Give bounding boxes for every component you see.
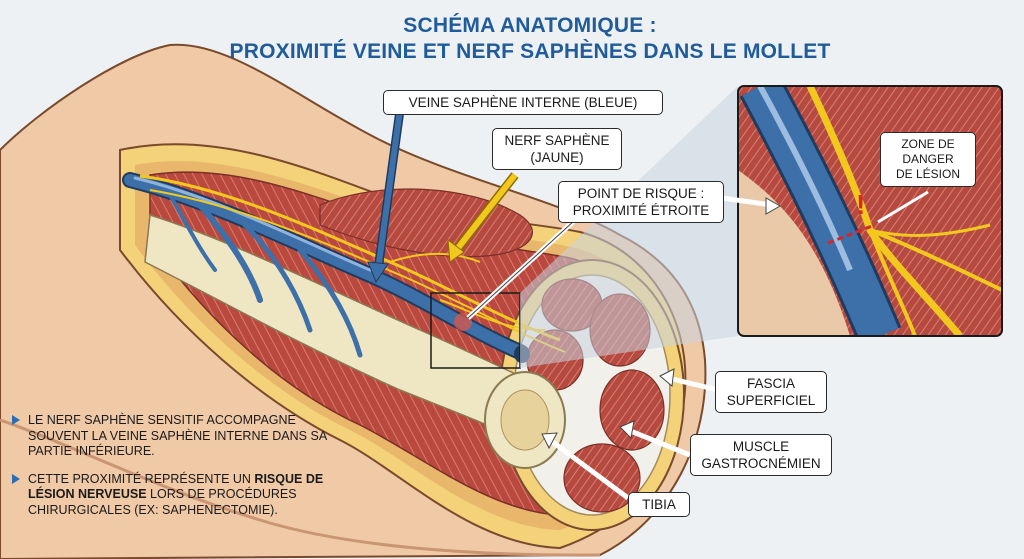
note-2: CETTE PROXIMITÉ REPRÉSENTE UN RISQUE DE … [10,472,355,519]
zoom-connector [520,86,738,368]
label-point-risque: POINT DE RISQUE :PROXIMITÉ ÉTROITE [558,181,724,223]
bullet-icon [12,415,20,425]
label-tibia: TIBIA [628,492,690,517]
title-line-2: PROXIMITÉ VEINE ET NERF SAPHÈNES DANS LE… [229,40,831,63]
label-nerf: NERF SAPHÈNE(JAUNE) [492,128,622,170]
note-1: LE NERF SAPHÈNE SENSITIF ACCOMPAGNE SOUV… [10,413,355,460]
label-veine: VEINE SAPHÈNE INTERNE (BLEUE) [383,90,663,115]
danger-mark: ! [856,189,865,220]
pointer-arrows [367,109,929,501]
title-line-1: SCHÉMA ANATOMIQUE : [403,14,657,37]
zoom-inset [737,85,1003,337]
notes-list: LE NERF SAPHÈNE SENSITIF ACCOMPAGNE SOUV… [10,413,355,530]
bullet-icon [12,473,20,484]
